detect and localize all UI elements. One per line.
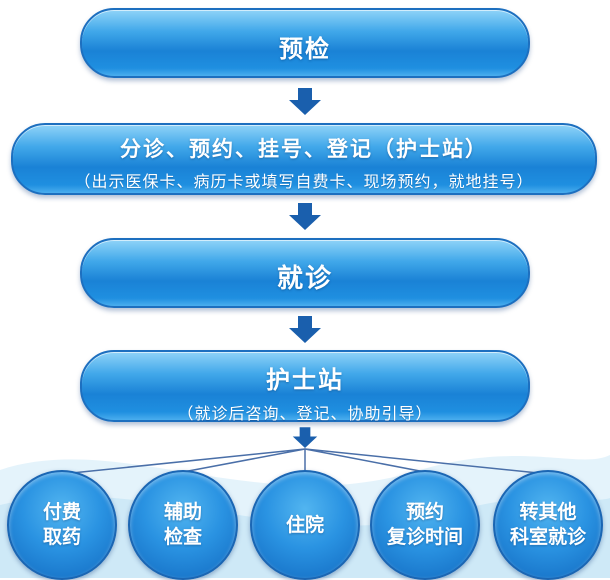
outcome-book-revisit: 预约 复诊时间 <box>370 470 480 580</box>
outcome-line: 住院 <box>285 513 324 536</box>
outcome-line: 转其他 <box>519 501 577 523</box>
step-pill-nurse-station: 护士站 （就诊后咨询、登记、协助引导） <box>80 350 530 423</box>
outcome-hospitalization: 住院 <box>250 470 360 580</box>
down-arrow-icon <box>289 203 321 230</box>
down-arrow-icon <box>289 88 321 115</box>
outcome-line: 付费 <box>42 501 81 523</box>
outcome-line: 复诊时间 <box>386 526 463 548</box>
step-pill-triage: 分诊、预约、挂号、登记（护士站） （出示医保卡、病历卡或填写自费卡、现场预约，就… <box>11 123 597 195</box>
connector-line <box>61 448 306 475</box>
step-title: 预检 <box>279 35 331 63</box>
outcome-line: 取药 <box>42 526 81 548</box>
outcome-auxiliary-exam: 辅助 检查 <box>128 470 238 580</box>
outcome-line: 预约 <box>405 501 444 523</box>
step-subtitle: （出示医保卡、病历卡或填写自费卡、现场预约，就地挂号） <box>74 172 534 191</box>
down-arrow-icon <box>292 427 318 448</box>
connector-line <box>182 448 306 473</box>
connector-line <box>304 448 426 473</box>
outcome-line: 检查 <box>163 526 202 548</box>
step-title: 分诊、预约、挂号、登记（护士站） <box>120 137 488 161</box>
down-arrow-icon <box>289 316 321 343</box>
outcome-line: 科室就诊 <box>509 526 586 548</box>
connector-line <box>304 448 549 475</box>
step-title: 就诊 <box>276 264 333 294</box>
step-pill-consultation: 就诊 <box>80 238 530 308</box>
step-title: 护士站 <box>266 366 344 394</box>
outcome-transfer-department: 转其他 科室就诊 <box>493 470 603 580</box>
step-pill-preexam: 预检 <box>80 8 530 78</box>
outcome-pay-medicine: 付费 取药 <box>7 470 117 580</box>
step-subtitle: （就诊后咨询、登记、协助引导） <box>177 404 433 423</box>
outcome-line: 辅助 <box>163 501 202 523</box>
